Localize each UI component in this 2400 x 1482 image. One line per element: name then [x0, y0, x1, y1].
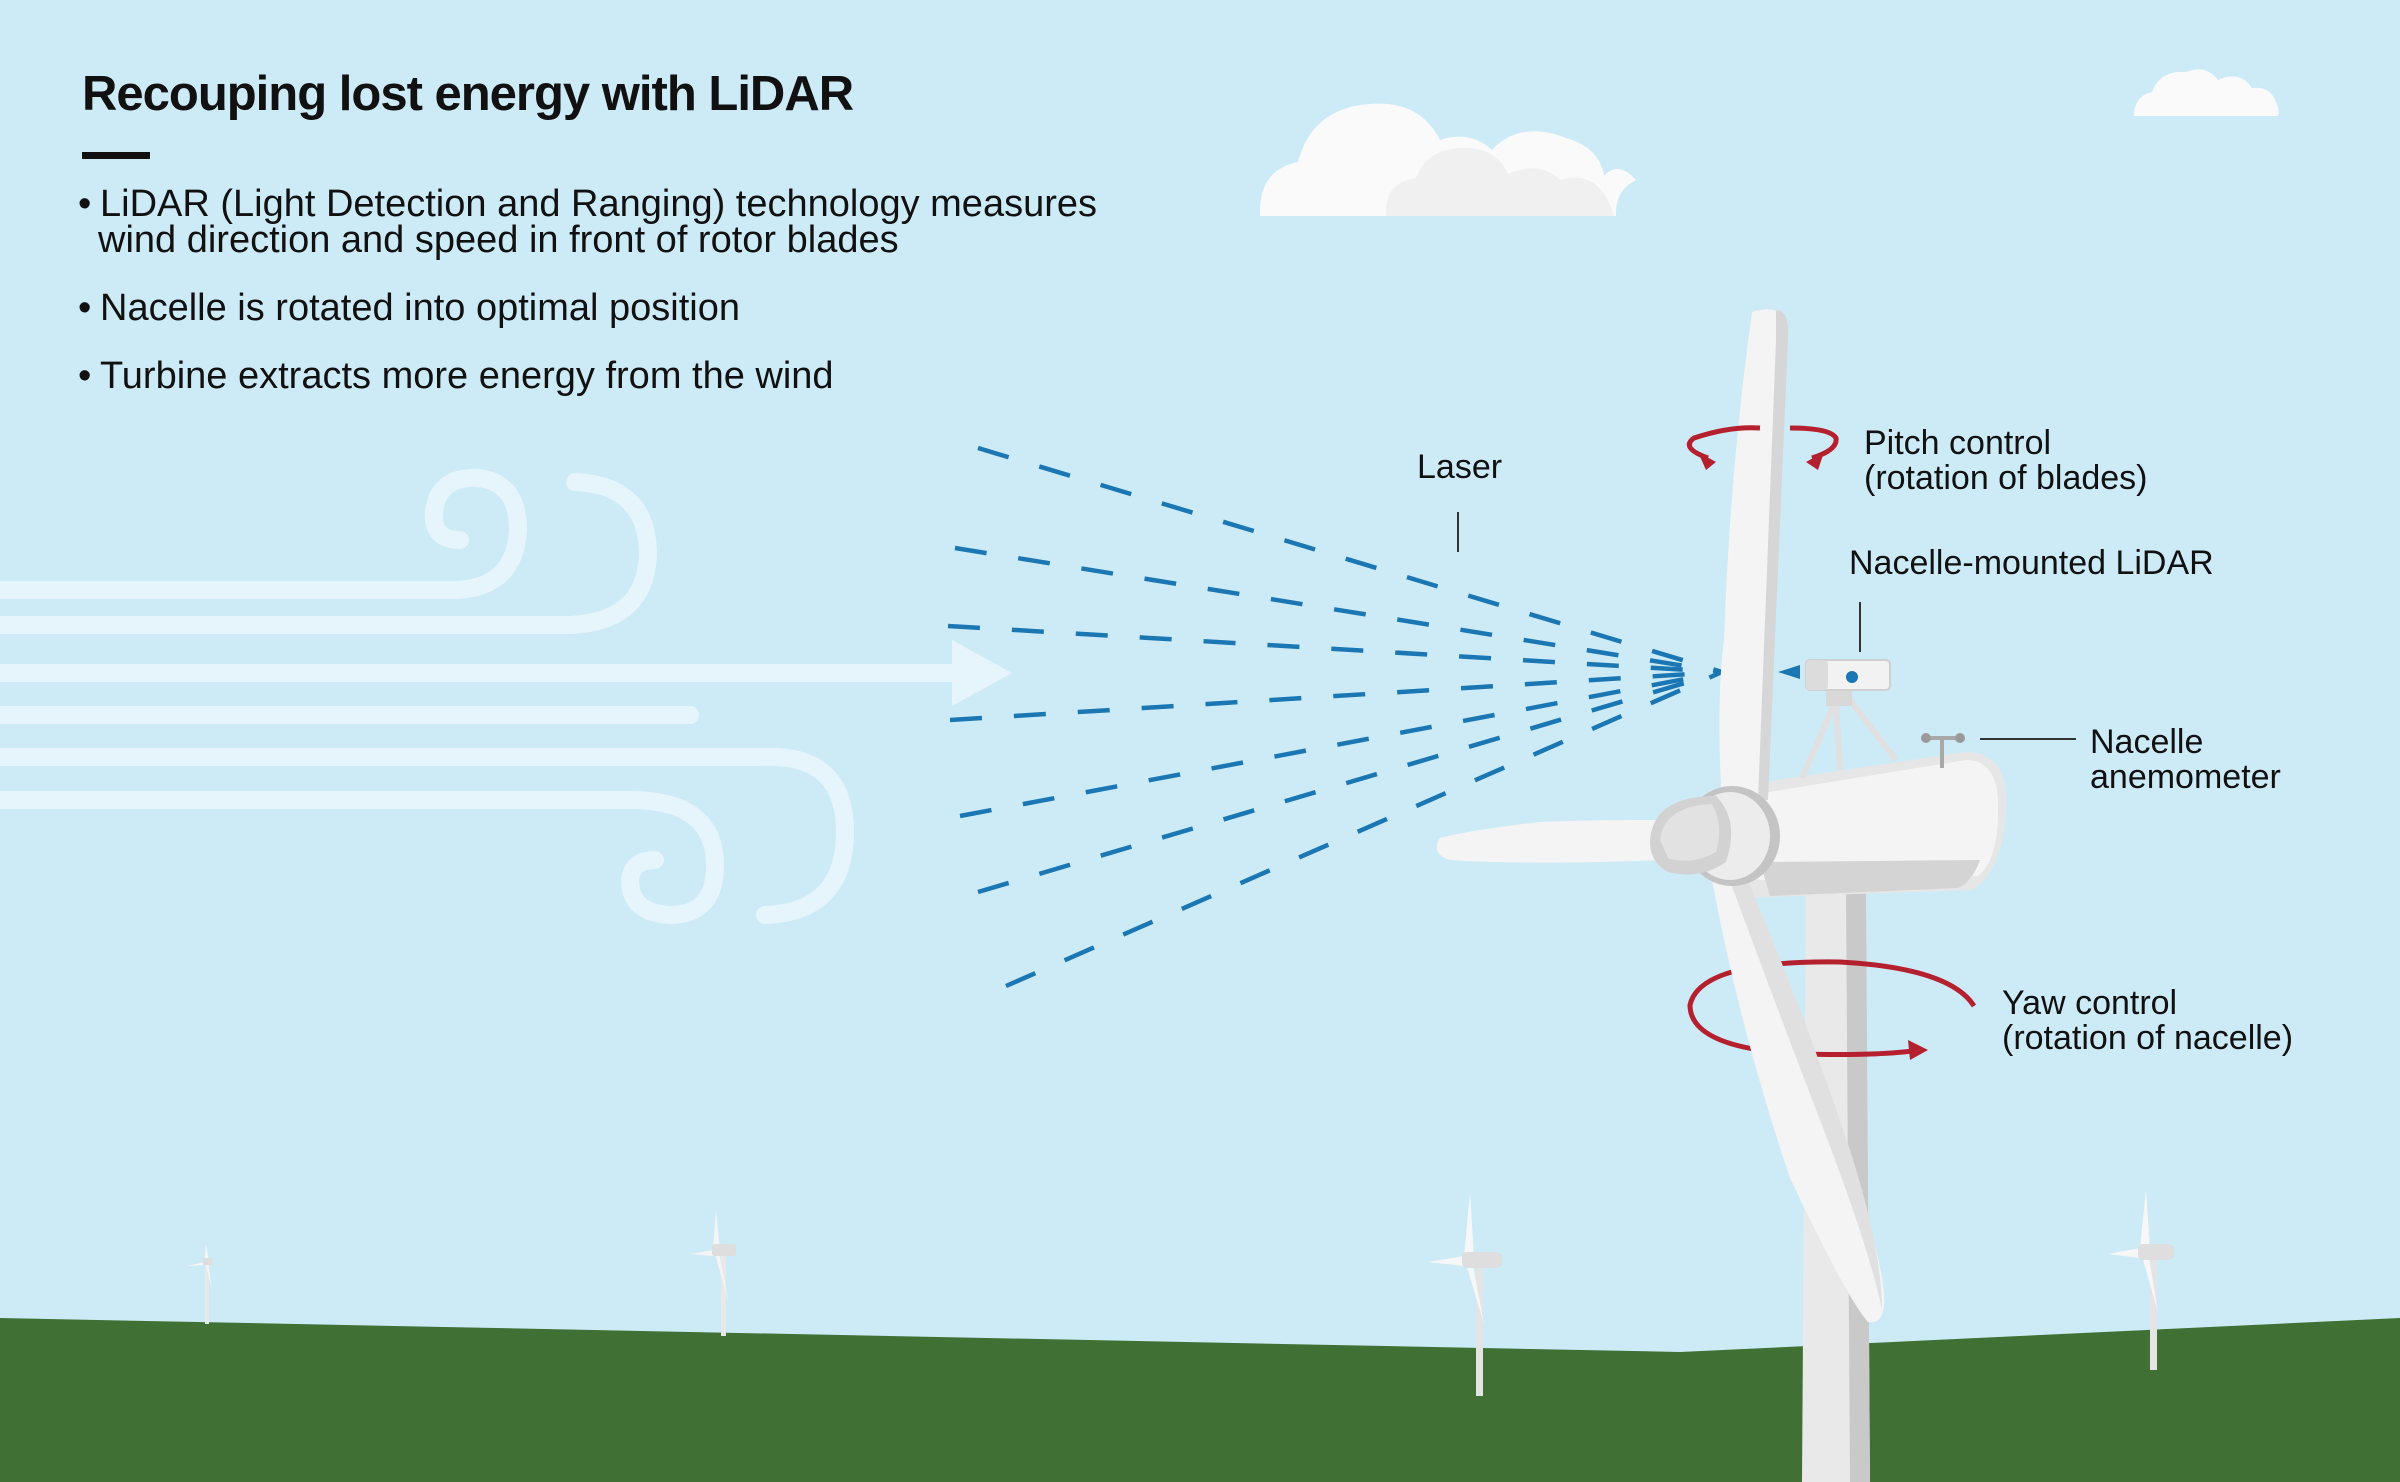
yaw-control-label: Yaw control	[2002, 984, 2177, 1022]
laser-label: Laser	[1417, 448, 1502, 486]
background-turbine-1	[186, 1244, 213, 1324]
laser-beam	[977, 445, 1723, 675]
pitch-control-arrow	[1686, 425, 1839, 461]
lidar-laser-emitter	[1778, 665, 1800, 679]
ground	[0, 1318, 2400, 1482]
yaw-arrow-head	[1908, 1040, 1928, 1060]
pitch-arrow-head-right	[1806, 452, 1824, 470]
pitch-control-label: Pitch control	[1864, 424, 2051, 462]
pitch-arrow-head-left	[1698, 452, 1716, 470]
bullet-item: LiDAR (Light Detection and Ranging) tech…	[78, 185, 1097, 259]
anemometer-sublabel: anemometer	[2090, 758, 2281, 796]
laser-beam	[1005, 669, 1723, 989]
laser-beam	[977, 669, 1723, 895]
laser-beam	[947, 623, 1723, 675]
bullet-item: Nacelle is rotated into optimal position	[78, 289, 1097, 327]
bullet-list: LiDAR (Light Detection and Ranging) tech…	[78, 185, 1097, 426]
yaw-control-arrow	[1687, 959, 1977, 1057]
cloud-large	[1259, 103, 1636, 216]
lidar-label: Nacelle-mounted LiDAR	[1849, 544, 2214, 582]
wind-arrow-head	[952, 640, 1012, 706]
laser-beams	[947, 445, 1723, 989]
anemometer	[1921, 733, 1965, 768]
bullet-item: Turbine extracts more energy from the wi…	[78, 357, 1097, 395]
page-title: Recouping lost energy with LiDAR	[82, 67, 854, 121]
background-turbine-3	[1428, 1192, 1502, 1396]
pitch-control-sublabel: (rotation of blades)	[1864, 459, 2148, 497]
wind-gusts	[0, 468, 964, 925]
title-divider	[82, 152, 150, 159]
lidar-unit	[1799, 659, 1899, 780]
nacelle	[1708, 752, 2007, 898]
laser-beam	[954, 545, 1723, 675]
background-turbine-2	[690, 1210, 736, 1336]
laser-beam	[949, 669, 1723, 723]
blade-bottom	[1712, 858, 1885, 1323]
rotor-hub	[1650, 786, 1780, 886]
anemometer-label: Nacelle	[2090, 723, 2203, 761]
cloud-small	[2134, 69, 2279, 116]
background-turbine-4	[2108, 1190, 2174, 1370]
laser-beam	[959, 669, 1723, 819]
yaw-control-sublabel: (rotation of nacelle)	[2002, 1019, 2293, 1057]
blade-top	[1719, 309, 1785, 808]
